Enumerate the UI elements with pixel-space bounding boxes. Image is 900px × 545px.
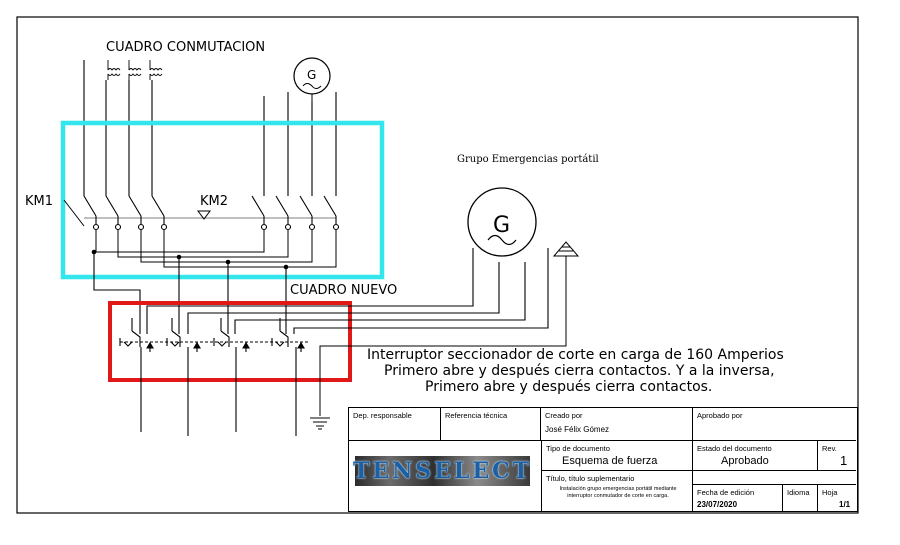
generator-small-label: G <box>307 68 316 82</box>
title-block: Dep. responsable Referencia técnica Crea… <box>348 407 858 512</box>
km1-contacts <box>83 195 168 231</box>
outgoing-lines <box>140 347 297 436</box>
creado-por-cell: Creado por José Félix Gómez <box>541 408 693 441</box>
fecha-edicion-value: 23/07/2020 <box>697 500 738 509</box>
grupo-emergencias-label: Grupo Emergencias portátil <box>457 154 599 165</box>
rev-label: Rev. <box>822 444 837 453</box>
aprobado-por-cell: Aprobado por <box>693 408 856 441</box>
rev-value: 1 <box>840 453 848 468</box>
changeover-switch-contacts <box>119 318 310 347</box>
cuadro-nuevo-label: CUADRO NUEVO <box>290 283 397 298</box>
tipo-documento-value: Esquema de fuerza <box>562 455 658 467</box>
earth-icon <box>310 256 567 430</box>
cuadro-conmutacion-box <box>60 120 385 280</box>
junction-dots <box>91 249 289 270</box>
ground-terminal-icon <box>552 241 580 257</box>
km2-label: KM2 <box>200 194 228 209</box>
referencia-tecnica-label: Referencia técnica <box>445 411 508 420</box>
cuadro-nuevo-box <box>108 301 352 382</box>
right-incoming-lines <box>263 92 337 196</box>
bus-to-switch-lines <box>93 252 287 330</box>
hoja-cell: Hoja 1/1 <box>818 484 856 511</box>
rev-cell: Rev. 1 <box>818 441 856 471</box>
hoja-label: Hoja <box>822 488 838 497</box>
idioma-cell: Idioma <box>783 484 818 511</box>
tipo-documento-cell: Tipo de documento Esquema de fuerza <box>541 441 693 471</box>
referencia-tecnica-cell: Referencia técnica <box>441 408 541 441</box>
logo-text: TENSELECT <box>352 458 533 484</box>
generator-large-icon <box>467 187 537 257</box>
hoja-value: 1/1 <box>839 500 851 509</box>
description-line-2: Primero abre y después cierra contactos.… <box>384 363 775 379</box>
cuadro-conmutacion-label: CUADRO CONMUTACION <box>106 40 265 55</box>
titulo-cell: Título, título suplementario Instalación… <box>541 471 693 511</box>
tenselect-logo: TENSELECT <box>352 456 533 486</box>
left-incoming-lines <box>83 60 153 196</box>
generator-large-label: G <box>493 213 510 238</box>
km1-label: KM1 <box>25 194 53 209</box>
description-line-1: Interruptor seccionador de corte en carg… <box>367 347 784 363</box>
idioma-label: Idioma <box>787 488 810 497</box>
dep-responsable-label: Dep. responsable <box>353 411 412 420</box>
estado-documento-cell: Estado del documento Aprobado <box>693 441 818 471</box>
switch-arrows <box>146 341 305 352</box>
estado-documento-label: Estado del documento <box>697 444 772 453</box>
titulo-line-1: Instalación grupo emergencias portátil m… <box>559 486 677 492</box>
dep-responsable-cell: Dep. responsable <box>349 408 441 441</box>
creado-por-value: José Félix Gómez <box>545 425 610 434</box>
tipo-documento-label: Tipo de documento <box>546 444 610 453</box>
km2-contacts <box>251 195 340 231</box>
description-line-3: Primero abre y después cierra contactos. <box>425 379 712 395</box>
titulo-label: Título, título suplementario <box>546 474 635 483</box>
fecha-edicion-cell: Fecha de edición 23/07/2020 <box>693 484 783 511</box>
drawing-frame <box>16 16 859 514</box>
creado-por-label: Creado por <box>545 411 583 420</box>
estado-documento-value: Aprobado <box>721 455 769 467</box>
titulo-line-2: interruptor conmutador de corte en carga… <box>567 493 669 499</box>
generator-feed-lines <box>146 248 549 330</box>
current-transformers <box>107 60 163 80</box>
fecha-edicion-label: Fecha de edición <box>697 488 755 497</box>
aprobado-por-label: Aprobado por <box>697 411 743 420</box>
bus-connections <box>95 230 337 268</box>
km2-interlock-icon <box>197 210 211 220</box>
